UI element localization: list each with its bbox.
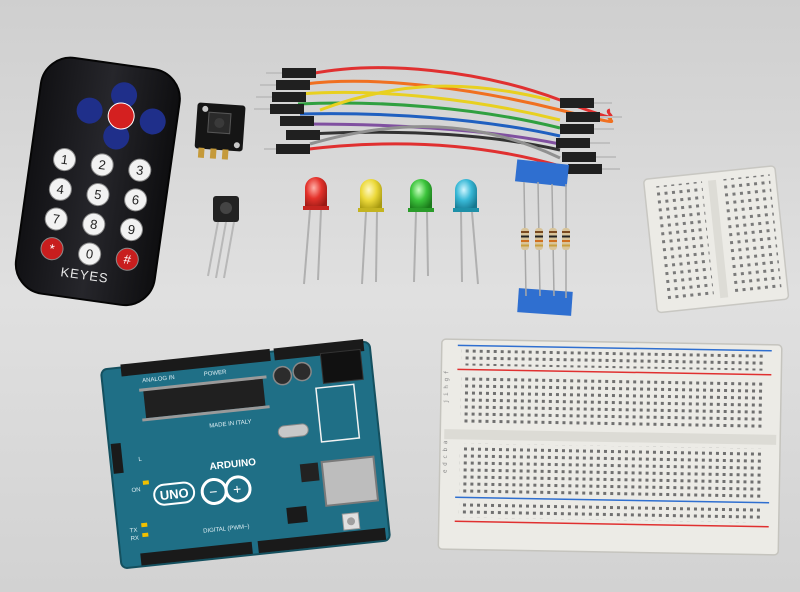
resistor-band — [562, 231, 570, 233]
l-led-label: L — [138, 457, 143, 463]
resistor-band — [535, 244, 543, 247]
remote-key — [82, 212, 106, 236]
led-red — [303, 177, 329, 285]
resistor-band — [535, 240, 543, 242]
made-in-label: MADE IN ITALY — [209, 419, 252, 429]
resistor-band — [549, 235, 557, 238]
remote-key — [90, 153, 114, 177]
jumper-pin-ends-left — [254, 68, 320, 154]
power-label: POWER — [204, 369, 228, 377]
jumper-pin-ends-right — [556, 98, 622, 174]
board-model-label: UNO — [159, 485, 189, 503]
full-breadboard: j i h g f e d c b a — [437, 338, 783, 556]
resistor-band — [535, 231, 543, 233]
row-letters-bottom: e d c b a — [442, 440, 450, 473]
remote-key — [124, 188, 148, 212]
resistor-band — [549, 231, 557, 233]
row-letters-top: j i h g f — [443, 370, 451, 403]
remote-key — [119, 218, 143, 242]
remote-key — [48, 177, 72, 201]
digital-label: DIGITAL (PWM~) — [203, 524, 250, 535]
remote-key-label: # — [123, 251, 133, 267]
ok-key-icon — [107, 102, 135, 130]
led-blue — [453, 179, 479, 285]
remote-key — [44, 207, 68, 231]
remote-key-label: 7 — [52, 211, 61, 227]
resistor-band — [535, 235, 543, 238]
arduino-uno-board: − + UNO ARDUINO ANALOG IN POWER MADE IN … — [100, 339, 391, 569]
remote-key-label: 9 — [127, 222, 136, 238]
remote-key — [40, 237, 64, 261]
rx-led-label: RX — [130, 536, 139, 543]
remote-key-label: 3 — [135, 162, 144, 178]
resistor-band — [521, 240, 529, 242]
left-key-icon — [76, 97, 103, 124]
remote-key — [115, 247, 139, 271]
led-yellow — [358, 179, 384, 285]
down-key-icon — [103, 123, 130, 150]
remote-key-label: 1 — [60, 152, 69, 168]
ir-remote: 1 2 3 4 5 6 7 8 9 * 0 # KEYES — [14, 56, 181, 307]
remote-key — [86, 183, 110, 207]
led-green — [408, 179, 434, 283]
remote-key-label: 6 — [131, 192, 140, 208]
right-key-icon — [139, 108, 166, 135]
jumper-wires — [297, 66, 614, 168]
resistor-band — [562, 244, 570, 247]
remote-keypad: 1 2 3 4 5 6 7 8 9 * 0 # — [40, 148, 152, 271]
on-led-label: ON — [131, 487, 141, 494]
svg-text:+: + — [232, 481, 242, 498]
up-key-icon — [111, 82, 138, 109]
resistor-band — [521, 244, 529, 247]
remote-key-label: 4 — [56, 181, 65, 197]
resistor-bodies — [521, 228, 570, 250]
board-brand-label: ARDUINO — [209, 457, 257, 473]
svg-text:−: − — [208, 483, 218, 500]
remote-brand-label: KEYES — [60, 264, 110, 286]
resistor-band — [549, 240, 557, 242]
remote-key-label: 5 — [93, 187, 102, 203]
remote-key — [128, 158, 152, 182]
remote-key — [78, 242, 102, 266]
resistor-band — [521, 235, 529, 238]
resistor-band — [562, 235, 570, 238]
resistor-strip — [514, 159, 573, 316]
resistor-band — [549, 244, 557, 247]
remote-key-label: * — [48, 241, 55, 257]
mini-breadboard — [643, 165, 790, 314]
remote-key-label: 0 — [85, 246, 94, 262]
ir-sensor — [207, 196, 239, 279]
tx-led-label: TX — [130, 528, 138, 535]
remote-key-label: 2 — [98, 157, 107, 173]
ir-receiver-module — [194, 102, 246, 160]
analog-in-label: ANALOG IN — [142, 375, 175, 384]
remote-key — [53, 148, 77, 172]
resistor-band — [521, 231, 529, 233]
remote-key-label: 8 — [89, 216, 98, 232]
resistor-band — [562, 240, 570, 242]
